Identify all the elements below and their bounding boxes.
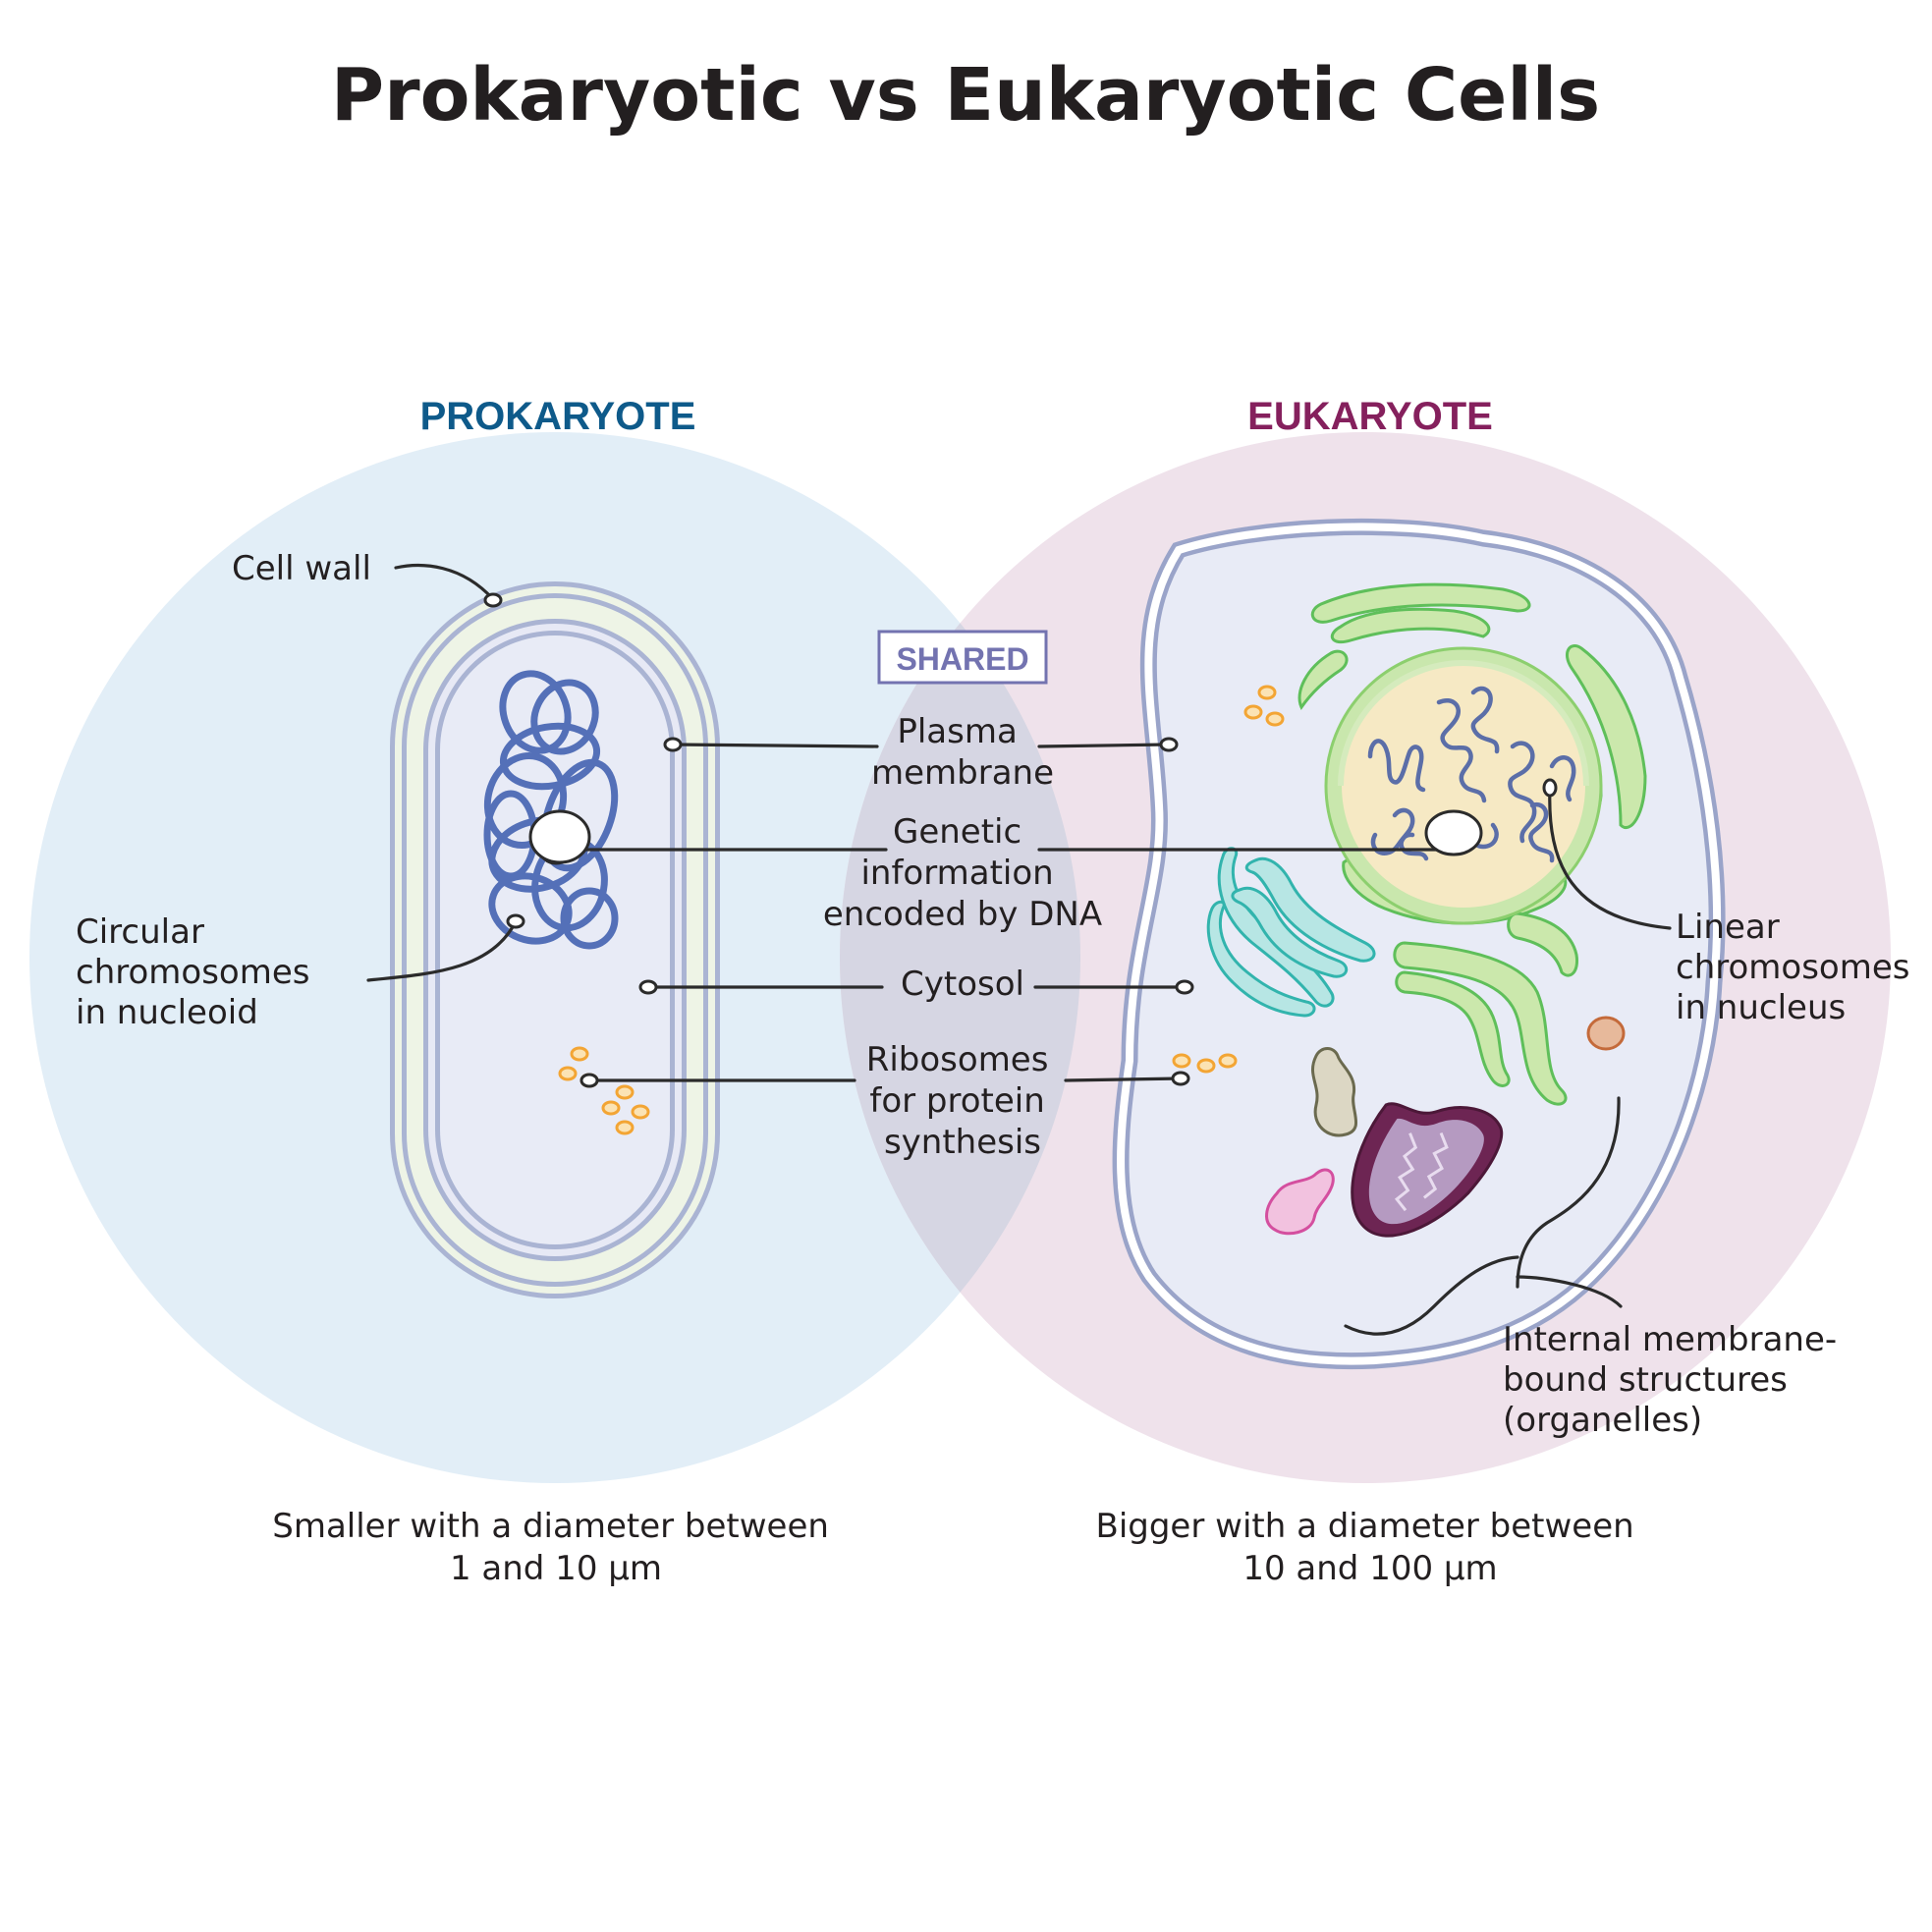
genetic-information-label: Genetic information encoded by DNA [823,812,1102,934]
plasma-membrane-label: Plasma membrane [871,712,1054,793]
cell-wall-label: Cell wall [232,549,371,588]
shared-badge: SHARED [877,630,1048,685]
ribosomes-label: Ribosomes for protein synthesis [866,1040,1060,1162]
eukaryote-ribosomes-icon [1172,685,1285,1074]
shared-badge-label: SHARED [896,641,1028,677]
eukaryote-cell [1112,518,1726,1370]
organelles-label: Internal membrane- bound structures (org… [1503,1320,1848,1440]
eukaryote-size-caption: Bigger with a diameter between 10 and 10… [1096,1507,1645,1588]
linear-chromosomes-label: Linear chromosomes in nucleus [1676,908,1920,1027]
nucleus-icon [1324,646,1603,925]
prokaryote-size-caption: Smaller with a diameter between 1 and 10… [272,1507,840,1588]
cytosol-label: Cytosol [901,965,1024,1004]
circular-chromosomes-label: Circular chromosomes in nucleoid [76,912,320,1032]
vesicle-icon [1265,1016,1626,1236]
golgi-icon [1206,847,1376,1018]
nucleoid-dna-icon [483,670,619,950]
mitochondrion-icon [1351,1102,1504,1238]
eukaryote-heading: EUKARYOTE [1247,395,1493,438]
diagram-title: Prokaryotic vs Eukaryotic Cells [331,53,1600,138]
prokaryote-heading: PROKARYOTE [420,395,696,438]
leader-lines [366,563,1672,1336]
prokaryote-cell [390,581,720,1298]
